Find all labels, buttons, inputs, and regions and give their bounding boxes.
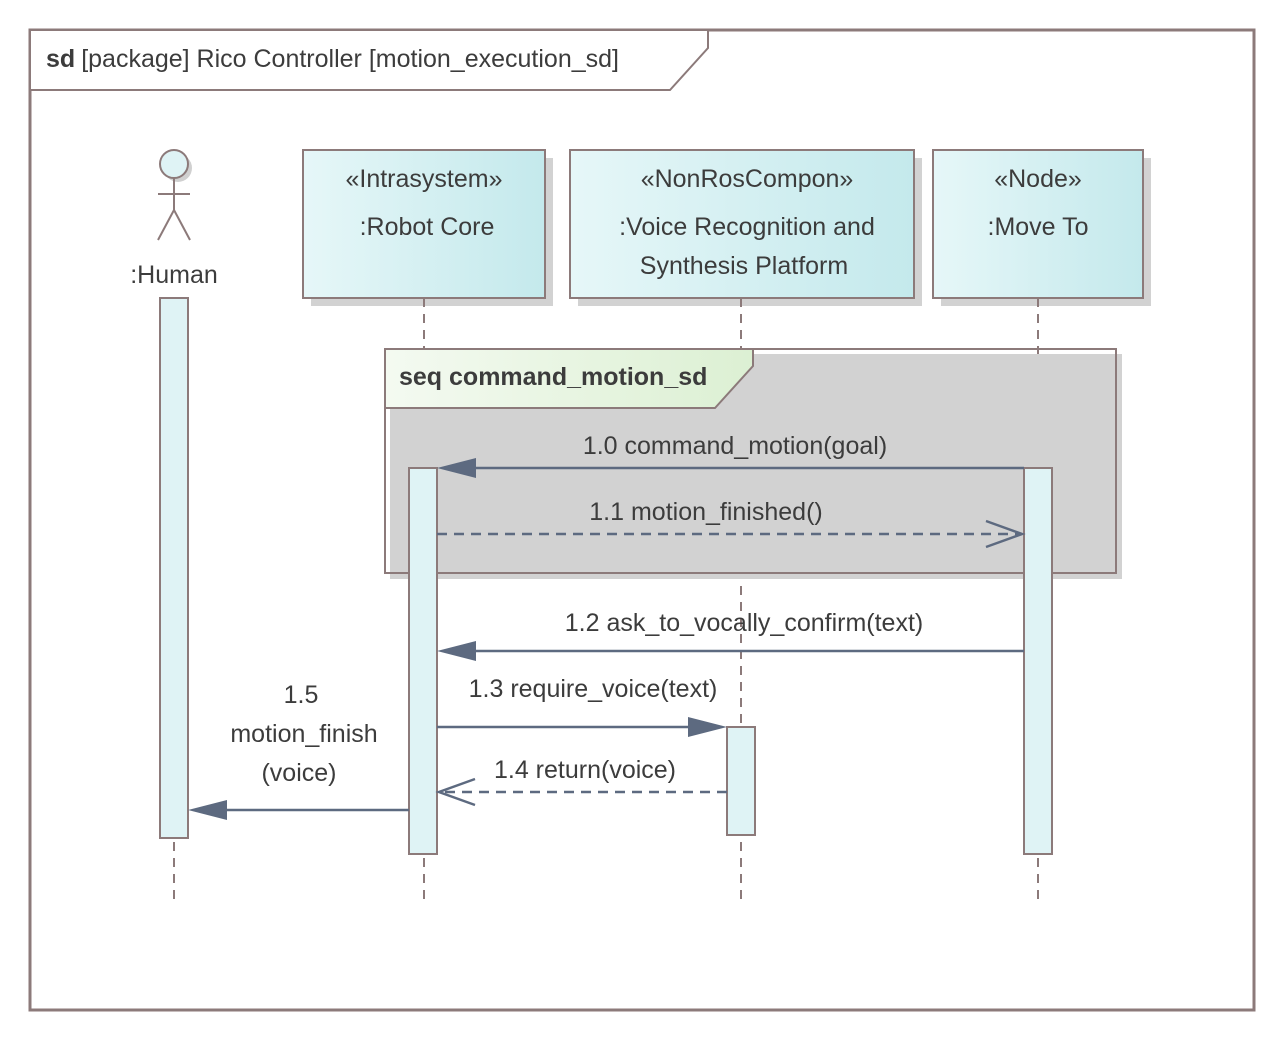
lifeline-move-to-stereotype: «Node» — [994, 165, 1082, 193]
lifeline-voice-platform-name-1: :Voice Recognition and — [619, 213, 875, 241]
arrowhead-open-icon — [985, 519, 1026, 549]
message-1-2-label: 1.2 ask_to_vocally_confirm(text) — [565, 609, 923, 637]
lifeline-human-name: :Human — [130, 261, 218, 289]
arrowhead-filled-icon — [188, 800, 227, 820]
message-1-4[interactable]: 1.4 return(voice) — [435, 756, 727, 807]
message-1-5-label-1: 1.5 — [284, 681, 319, 709]
message-1-5[interactable]: 1.5 motion_finish (voice) — [188, 681, 409, 820]
lifeline-robot-core-name: :Robot Core — [360, 213, 495, 241]
actor-icon — [157, 149, 191, 241]
message-1-5-label-3: (voice) — [261, 759, 336, 787]
arrowhead-filled-icon — [437, 641, 476, 661]
lifeline-robot-core[interactable]: «Intrasystem» :Robot Core — [302, 149, 553, 900]
activation-move-to — [1023, 467, 1053, 855]
lifeline-voice-platform[interactable]: «NonRosCompon» :Voice Recognition and Sy… — [569, 149, 922, 900]
message-1-1-label: 1.1 motion_finished() — [589, 498, 822, 526]
lifeline-move-to[interactable]: «Node» :Move To — [932, 149, 1151, 900]
lifeline-voice-platform-stereotype: «NonRosCompon» — [641, 165, 854, 193]
diagram-frame-tab — [29, 29, 709, 91]
arrowhead-filled-icon — [688, 717, 727, 737]
lifeline-move-to-head — [932, 149, 1144, 299]
message-1-4-label: 1.4 return(voice) — [494, 756, 676, 784]
arrowhead-open-icon — [435, 777, 476, 807]
fragment-label-tab — [384, 348, 754, 409]
message-1-3[interactable]: 1.3 require_voice(text) — [437, 675, 727, 737]
lifeline-move-to-name: :Move To — [988, 213, 1089, 241]
diagram-title: sd[package] Rico Controller [motion_exec… — [46, 45, 619, 73]
activation-voice-platform — [726, 726, 756, 836]
activation-robot-core — [408, 467, 438, 855]
lifeline-robot-core-stereotype: «Intrasystem» — [345, 165, 502, 193]
arrowhead-filled-icon — [437, 458, 476, 478]
lifeline-human[interactable]: :Human — [130, 149, 218, 900]
message-1-0[interactable]: 1.0 command_motion(goal) — [437, 432, 1024, 478]
activation-human — [159, 297, 189, 839]
message-1-2[interactable]: 1.2 ask_to_vocally_confirm(text) — [437, 609, 1024, 661]
message-1-0-label: 1.0 command_motion(goal) — [583, 432, 887, 460]
message-1-5-label-2: motion_finish — [230, 720, 377, 748]
message-1-3-label: 1.3 require_voice(text) — [469, 675, 718, 703]
fragment-seq[interactable]: seq command_motion_sd — [384, 348, 1122, 579]
fragment-label: seq command_motion_sd — [399, 363, 707, 391]
lifeline-voice-platform-name-2: Synthesis Platform — [640, 252, 848, 280]
message-1-1[interactable]: 1.1 motion_finished() — [437, 498, 1026, 549]
lifeline-robot-core-head — [302, 149, 546, 299]
